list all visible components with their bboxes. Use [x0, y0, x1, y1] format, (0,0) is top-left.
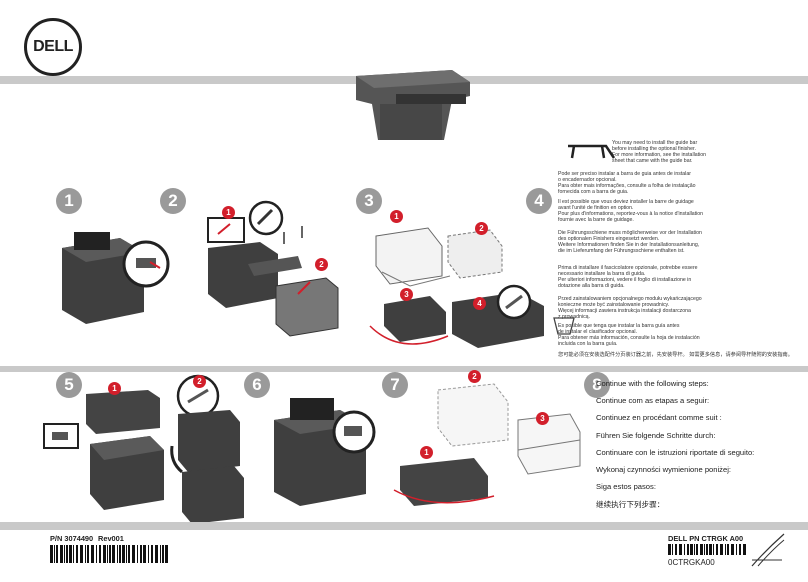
step2-illustration — [207, 200, 339, 337]
part-number: P/N 3074490 — [50, 534, 94, 543]
step6-printer-illustration — [274, 398, 376, 506]
callout-step2-1: 1 — [222, 206, 235, 219]
dell-logo: DELL — [24, 18, 82, 76]
callout-step7-1: 1 — [420, 446, 433, 459]
continue-step-zh: 继续执行下列步骤： — [596, 500, 665, 509]
continue-step-de: Führen Sie folgende Schritte durch: — [596, 431, 716, 440]
step1-printer-illustration — [62, 232, 170, 324]
callout-step5-1: 1 — [108, 382, 121, 395]
continue-step-pl: Wykonaj czynności wymienione poniżej: — [596, 465, 731, 474]
continue-step-en: Continue with the following steps: — [596, 379, 709, 388]
barcode-left — [50, 545, 168, 563]
step5b-illustration — [170, 374, 244, 524]
callout-step4-4: 4 — [473, 297, 486, 310]
continue-step-it: Continuare con le istruzioni riportate d… — [596, 448, 755, 457]
callout-step7-3: 3 — [536, 412, 549, 425]
continue-step-es: Siga estos pasos: — [596, 482, 656, 491]
callout-step3-2: 2 — [475, 222, 488, 235]
revision: Rev001 — [98, 534, 124, 543]
step5-illustration — [43, 390, 164, 510]
callout-step3-1: 1 — [390, 210, 403, 223]
step3-illustration — [369, 227, 503, 345]
guide-bar-icon — [568, 144, 616, 159]
callout-step2-2: 2 — [315, 258, 328, 271]
step4-illustration — [452, 284, 575, 348]
step-number-3: 3 — [356, 188, 382, 214]
continue-step-pt: Continue com as etapas a seguir: — [596, 396, 710, 405]
callout-step7-2: 2 — [468, 370, 481, 383]
dell-part-number-small: 0CTRGKA00 — [668, 558, 715, 567]
step-number-1: 1 — [56, 188, 82, 214]
step-number-2: 2 — [160, 188, 186, 214]
footer-band — [0, 522, 808, 530]
guide-note-pl: Przed zainstalowaniem opcjonalnego moduł… — [558, 296, 702, 321]
step-number-4: 4 — [526, 188, 552, 214]
guide-note-en: You may need to install the guide bar be… — [612, 140, 706, 165]
step-number-6: 6 — [244, 372, 270, 398]
corner-mark-icon — [751, 533, 785, 567]
step-number-5: 5 — [56, 372, 82, 398]
guide-note-fr: Il est possible que vous deviez installe… — [558, 199, 704, 224]
step7-illustration — [393, 383, 581, 506]
step-number-7: 7 — [382, 372, 408, 398]
continue-step-fr: Continuez en procédant comme suit : — [596, 413, 722, 422]
guide-note-pt: Pode ser preciso instalar a barra de gui… — [558, 171, 696, 196]
header-band — [0, 76, 808, 84]
guide-note-zh: 您可能必须在安装选配件分页装订器之前，先安装导杆。 如需更多信息，请参阅导杆随附… — [558, 352, 793, 358]
callout-step5-2: 2 — [193, 375, 206, 388]
guide-note-de: Die Führungsschiene muss möglicherweise … — [558, 230, 702, 255]
callout-step3-3: 3 — [400, 288, 413, 301]
guide-note-it: Prima di installare il fascicolatore opz… — [558, 265, 698, 290]
guide-note-es: Es posible que tenga que instalar la bar… — [558, 323, 700, 348]
dell-part-number: DELL PN CTRGK A00 — [668, 534, 744, 543]
barcode-right — [668, 544, 746, 555]
row-divider-top — [0, 366, 808, 372]
step-number-8: 8 — [584, 372, 610, 398]
